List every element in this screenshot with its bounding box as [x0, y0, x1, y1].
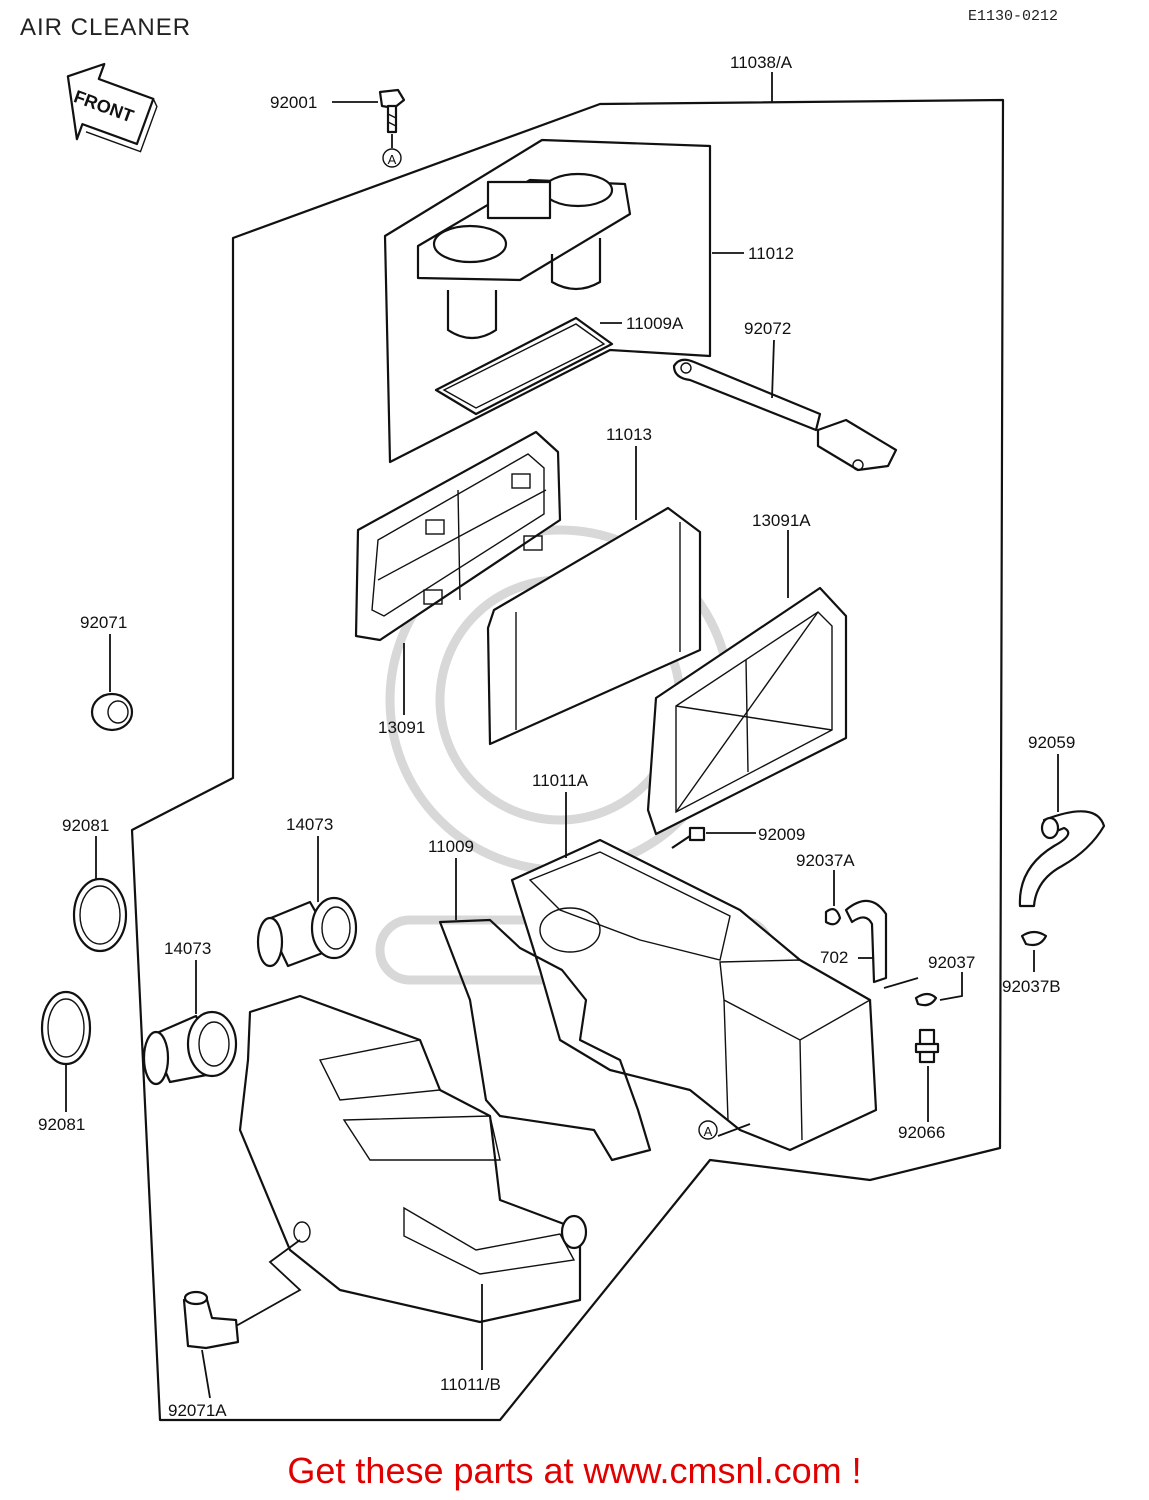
label-13091a: 13091A: [752, 511, 811, 530]
part-92081-ring-upper[interactable]: [72, 877, 128, 953]
part-92072-bracket[interactable]: [672, 358, 898, 472]
part-92081-ring-lower[interactable]: [40, 990, 92, 1066]
label-11012: 11012: [748, 244, 794, 263]
label-702: 702: [820, 948, 848, 967]
part-14073-duct-upper[interactable]: [256, 896, 358, 968]
label-92001: 92001: [270, 93, 317, 112]
part-92059-hose[interactable]: [1018, 810, 1106, 908]
part-702-hose[interactable]: [844, 899, 888, 984]
part-11013-filter[interactable]: [486, 506, 702, 746]
label-92081-lower: 92081: [38, 1115, 85, 1134]
label-92072: 92072: [744, 319, 791, 338]
part-13091a-frame[interactable]: [646, 586, 848, 836]
label-92059: 92059: [1028, 733, 1075, 752]
part-92066-fitting[interactable]: [914, 1028, 940, 1064]
part-13091-element-frame[interactable]: [354, 430, 562, 642]
part-92001-bolt[interactable]: [378, 88, 406, 134]
label-11011a: 11011A: [532, 771, 589, 790]
label-14073-upper: 14073: [286, 815, 333, 834]
ref-marker-a-lower: A: [698, 1120, 718, 1140]
part-92037-clip[interactable]: [914, 992, 938, 1007]
inset-box: [383, 138, 712, 464]
label-14073-lower: 14073: [164, 939, 211, 958]
part-14073-duct-lower[interactable]: [142, 1010, 238, 1086]
label-92081-upper: 92081: [62, 816, 109, 835]
svg-text:A: A: [388, 152, 397, 167]
part-11011b-lower-case[interactable]: [238, 994, 588, 1324]
part-92037a-clip[interactable]: [824, 908, 842, 926]
part-92071-grommet[interactable]: [90, 692, 134, 732]
part-92071a-elbow[interactable]: [182, 1290, 240, 1350]
label-13091: 13091: [378, 718, 425, 737]
svg-text:A: A: [704, 1124, 713, 1139]
label-11038a: 11038/A: [730, 53, 793, 72]
label-92037a: 92037A: [796, 851, 855, 870]
part-11011a-upper-case[interactable]: [510, 838, 878, 1152]
label-92037b: 92037B: [1002, 977, 1061, 996]
diagram-code: E1130-0212: [968, 8, 1059, 25]
part-92009-screw[interactable]: [671, 826, 706, 849]
assembly-boundary: [130, 98, 1005, 1422]
label-11009: 11009: [428, 837, 474, 856]
label-92066: 92066: [898, 1123, 945, 1142]
label-92071a: 92071A: [168, 1401, 227, 1420]
ref-marker-a-top: A: [382, 148, 402, 168]
part-11009a-gasket[interactable]: [434, 316, 614, 416]
page-title: AIR CLEANER: [20, 14, 192, 41]
part-11012-cover[interactable]: [416, 172, 632, 340]
label-11009a: 11009A: [626, 314, 684, 333]
part-92037b-clip[interactable]: [1020, 930, 1048, 947]
front-arrow-icon[interactable]: FRONT: [49, 54, 165, 161]
part-11009-gasket[interactable]: [438, 918, 652, 1162]
label-92037: 92037: [928, 953, 975, 972]
footer-link-banner[interactable]: Get these parts at www.cmsnl.com !: [287, 1450, 862, 1491]
label-11013: 11013: [606, 425, 652, 444]
label-92071: 92071: [80, 613, 127, 632]
label-11011b: 11011/B: [440, 1375, 501, 1394]
label-92009: 92009: [758, 825, 805, 844]
